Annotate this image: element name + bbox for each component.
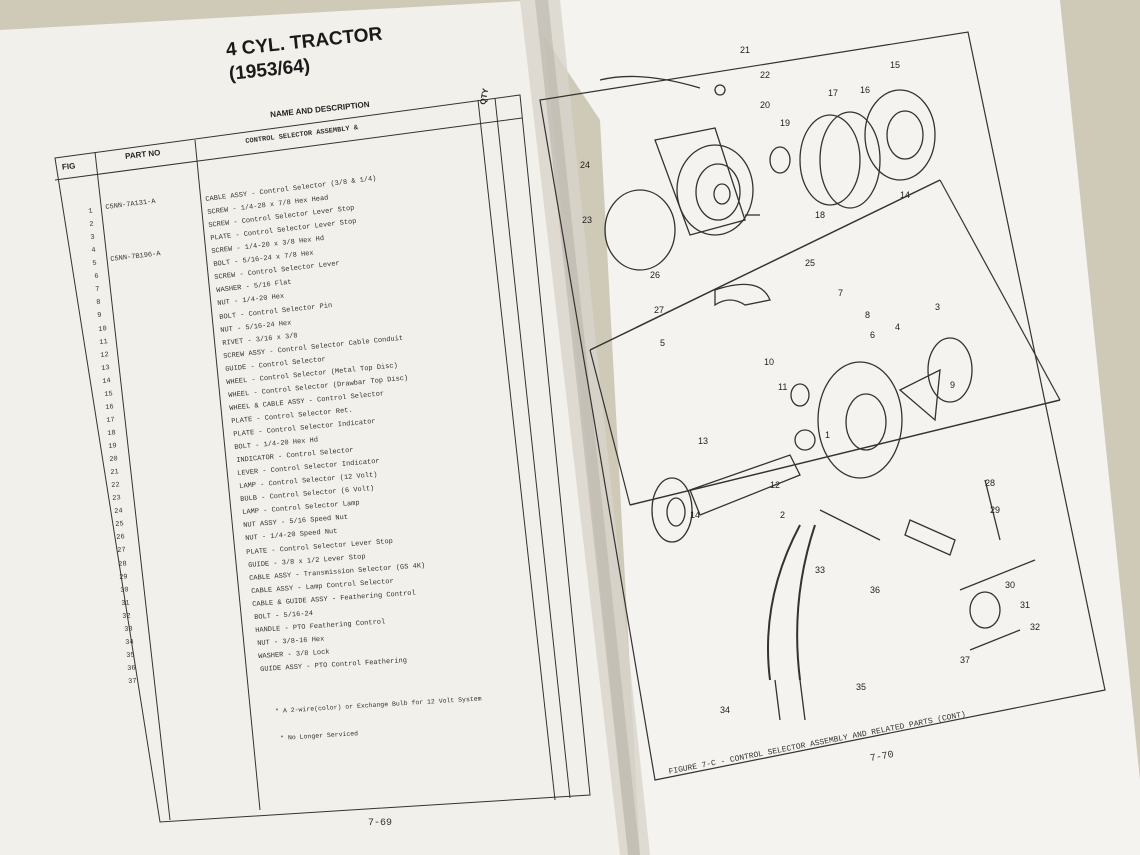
row-fig-number: 25	[114, 520, 124, 530]
row-fig-number: 20	[109, 455, 119, 465]
callout-label: 12	[770, 480, 781, 490]
row-fig-number: 29	[119, 572, 129, 582]
callout-label: 22	[760, 70, 771, 80]
callout-label: 3	[935, 302, 941, 312]
callout-label: 36	[870, 585, 881, 595]
row-fig-number: 28	[118, 559, 127, 569]
callout-label: 25	[805, 258, 816, 268]
row-fig-number: 35	[125, 651, 135, 660]
callout-label: 23	[582, 215, 593, 225]
callout-label: 2	[780, 510, 786, 520]
callout-label: 14	[900, 190, 911, 200]
row-fig-number: 12	[100, 350, 110, 360]
callout-label: 32	[1030, 622, 1041, 632]
row-fig-number: 19	[108, 442, 118, 451]
callout-label: 28	[985, 478, 996, 488]
figure-frame	[539, 31, 1106, 781]
callout-label: 37	[960, 655, 971, 665]
row-fig-number: 36	[126, 664, 136, 673]
row-fig-number: 6	[93, 272, 99, 282]
row-fig-number: 15	[103, 389, 113, 399]
parts-table-frame	[54, 94, 591, 823]
row-fig-number: 18	[106, 429, 116, 438]
callout-label: 1	[825, 430, 831, 440]
row-fig-number: 24	[113, 507, 123, 517]
row-fig-number: 7	[94, 285, 100, 295]
row-fig-number: 8	[95, 298, 101, 308]
callout-label: 15	[890, 60, 901, 70]
row-fig-number: 31	[121, 599, 131, 608]
callout-label: 18	[815, 210, 826, 220]
row-fig-number: 13	[101, 363, 111, 373]
callout-label: 14	[690, 510, 701, 520]
right-page-sheet	[520, 0, 1140, 855]
row-fig-number: 32	[122, 612, 132, 621]
row-fig-number: 14	[102, 376, 112, 386]
callout-label: 21	[740, 45, 751, 55]
row-fig-number: 34	[124, 638, 134, 647]
callout-label: 16	[860, 85, 871, 95]
row-fig-number: 9	[96, 311, 102, 321]
header-fig: FIG	[61, 161, 76, 172]
callout-label: 30	[1005, 580, 1016, 590]
row-fig-number: 10	[98, 324, 108, 334]
callout-label: 31	[1020, 600, 1031, 610]
callout-label: 33	[815, 565, 826, 575]
row-fig-number: 23	[112, 494, 122, 504]
lower-assembly-drawing	[651, 337, 1036, 721]
callout-label: 10	[764, 357, 775, 367]
left-page-sheet	[0, 0, 628, 855]
row-fig-number: 30	[120, 585, 130, 595]
callout-label: 6	[870, 330, 876, 340]
callout-label: 13	[698, 436, 709, 446]
upper-assembly-drawing	[599, 75, 936, 307]
row-fig-number: 21	[110, 468, 120, 478]
row-fig-number: 16	[104, 403, 114, 412]
callout-label: 20	[760, 100, 771, 110]
row-fig-number: 27	[116, 546, 126, 556]
callout-label: 9	[950, 380, 956, 390]
callout-label: 19	[780, 118, 791, 128]
row-fig-number: 37	[128, 677, 137, 686]
callout-label: 8	[865, 310, 871, 320]
callout-label: 17	[828, 88, 839, 98]
callout-label: 34	[720, 705, 731, 715]
callout-label: 4	[895, 322, 901, 332]
callout-label: 5	[660, 338, 666, 348]
callout-label: 29	[990, 505, 1001, 515]
callout-label: 24	[580, 160, 591, 170]
row-fig-number: 26	[115, 533, 125, 543]
row-fig-number: 22	[111, 481, 121, 491]
row-fig-number: 11	[99, 337, 109, 347]
callout-label: 35	[856, 682, 867, 692]
left-page-number: 7-69	[368, 818, 393, 829]
callout-label: 11	[778, 382, 788, 392]
row-fig-number: 1	[88, 207, 94, 216]
callout-label: 7	[838, 288, 844, 298]
callout-label: 26	[650, 270, 661, 280]
callout-label: 27	[654, 305, 665, 315]
row-fig-number: 17	[105, 416, 115, 425]
row-fig-number: 33	[123, 625, 133, 634]
